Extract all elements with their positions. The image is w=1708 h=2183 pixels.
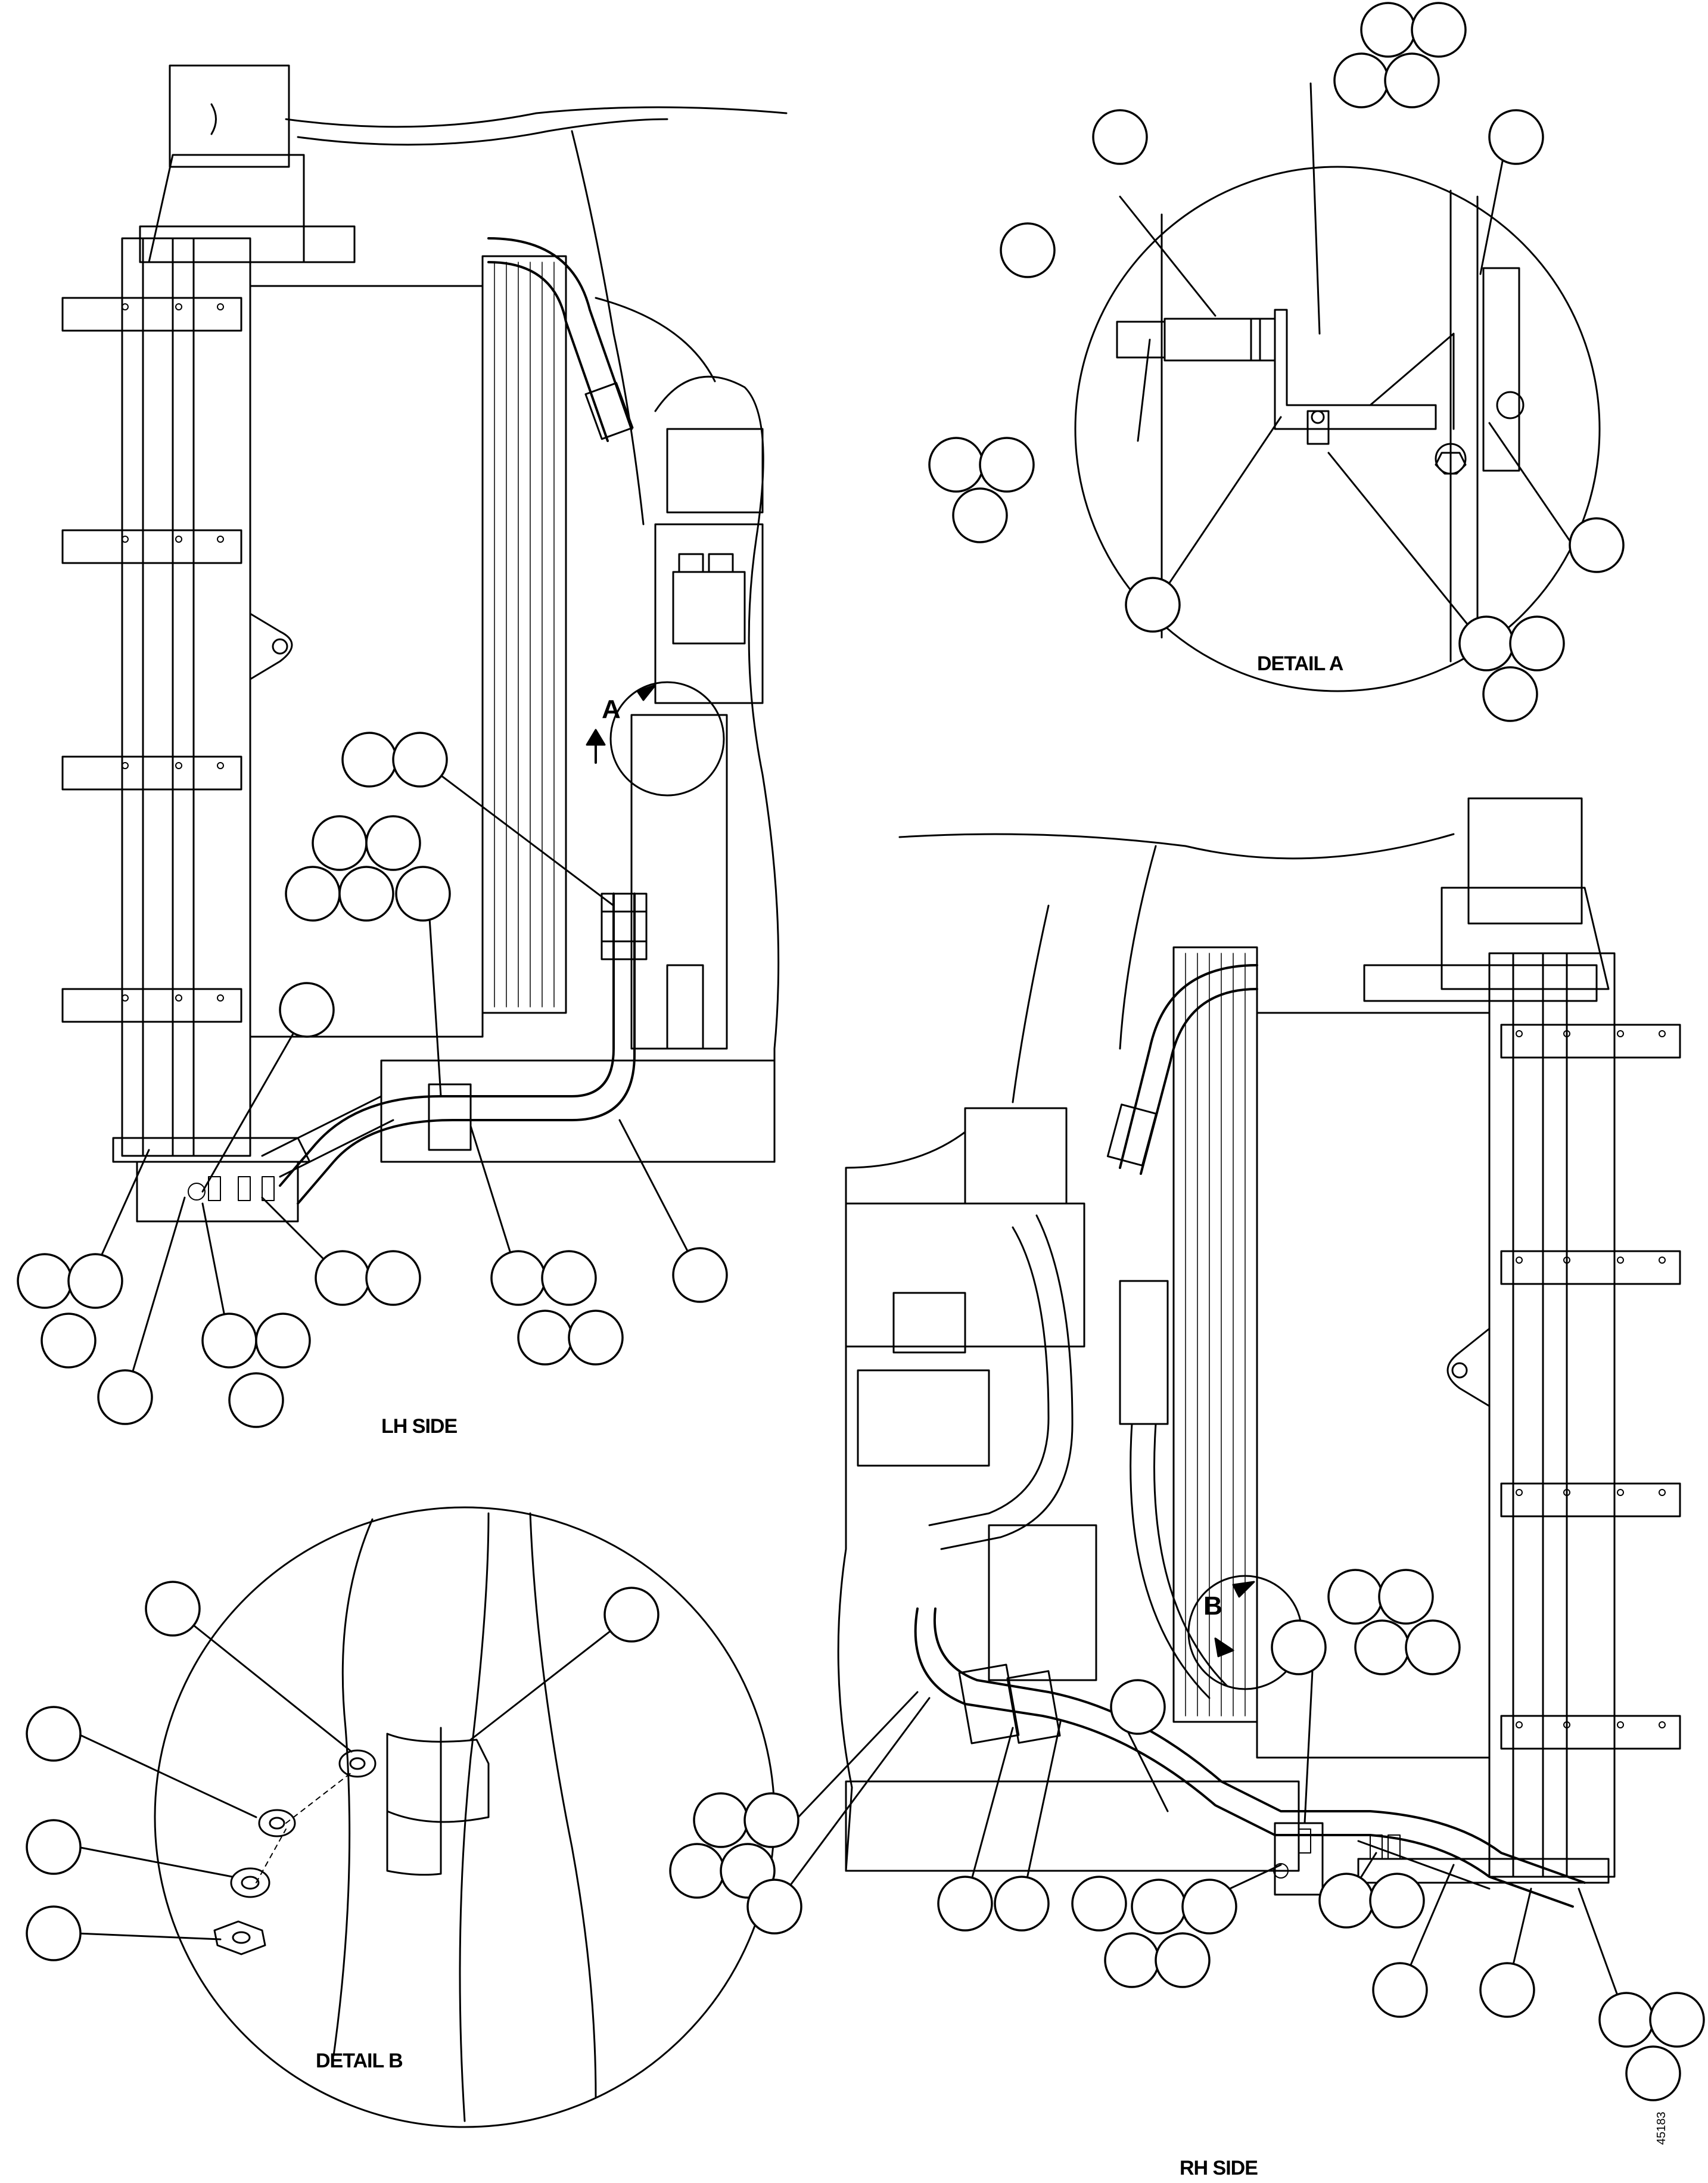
callout-balloon [603, 1587, 659, 1643]
callout-balloon [928, 437, 984, 493]
caption-detail-b: DETAIL B [316, 2050, 403, 2072]
callout-balloon [312, 815, 368, 871]
callout-balloon [979, 437, 1035, 493]
rh-side-view: B [773, 797, 1681, 2021]
callout-balloon [365, 815, 421, 871]
callout-balloon [1125, 577, 1181, 633]
callout-balloon [994, 1876, 1050, 1932]
callout-balloon [1155, 1932, 1211, 1988]
callout-balloon [1327, 1569, 1383, 1625]
callout-balloon [279, 982, 335, 1038]
callout-balloon [285, 866, 341, 922]
callout-balloon [1092, 109, 1148, 165]
callout-balloon [1372, 1962, 1428, 2018]
callout-balloon [201, 1313, 257, 1369]
callout-balloon [952, 487, 1008, 543]
callout-balloon [67, 1253, 123, 1309]
callout-balloon [1509, 615, 1565, 671]
callout-balloon [1071, 1876, 1127, 1932]
callout-balloon [1479, 1962, 1535, 2018]
caption-lh-side: LH SIDE [381, 1415, 457, 1438]
callout-balloon [693, 1792, 749, 1848]
callout-balloon [1104, 1932, 1160, 1988]
view-tag-a: A [602, 695, 621, 724]
callout-balloon [672, 1247, 728, 1303]
callout-balloon [341, 732, 397, 788]
callout-balloon [1488, 109, 1544, 165]
callout-balloons [17, 2, 1705, 2101]
callout-balloon [568, 1310, 624, 1366]
callout-balloon [315, 1250, 371, 1306]
lh-side-view: A [61, 64, 788, 1398]
callout-balloon [1369, 1873, 1425, 1929]
callout-balloon [338, 866, 394, 922]
callout-balloon [669, 1843, 725, 1899]
callout-balloon [1181, 1879, 1237, 1935]
callout-balloon [145, 1581, 201, 1637]
callout-balloon [937, 1876, 993, 1932]
callout-balloon [26, 1905, 82, 1961]
callout-balloon [1411, 2, 1467, 58]
callout-balloon [1354, 1619, 1410, 1675]
callout-balloon [17, 1253, 73, 1309]
caption-detail-a: DETAIL A [1257, 652, 1343, 675]
callout-balloon [1405, 1619, 1461, 1675]
detail-a-view [1074, 82, 1601, 692]
callout-balloon [1482, 666, 1538, 722]
callout-balloon [746, 1879, 802, 1935]
callout-balloon [1271, 1619, 1327, 1675]
callout-balloon [255, 1313, 311, 1369]
callout-balloon [26, 1706, 82, 1762]
caption-rh-side: RH SIDE [1180, 2157, 1258, 2179]
callout-balloon [392, 732, 448, 788]
callout-balloon [1569, 517, 1625, 573]
callout-balloon [490, 1250, 546, 1306]
callout-balloon [1110, 1679, 1166, 1735]
callout-balloon [743, 1792, 799, 1848]
callout-balloon [97, 1369, 153, 1425]
callout-balloon [395, 866, 451, 922]
callout-balloon [1598, 1992, 1654, 2048]
callout-balloon [1333, 52, 1389, 108]
callout-balloon [1378, 1569, 1434, 1625]
callout-balloon [26, 1819, 82, 1875]
callout-balloon [1649, 1992, 1705, 2048]
callout-balloon [1384, 52, 1440, 108]
view-tag-b: B [1203, 1591, 1222, 1621]
callout-balloon [1131, 1879, 1187, 1935]
callout-balloon [1000, 222, 1056, 278]
callout-balloon [228, 1372, 284, 1428]
callout-balloon [1318, 1873, 1374, 1929]
callout-balloon [517, 1310, 573, 1366]
figure-number: 45183 [1655, 2112, 1668, 2145]
callout-balloon [541, 1250, 597, 1306]
detail-b-view [76, 1506, 776, 2128]
callout-balloon [1458, 615, 1514, 671]
callout-balloon [1360, 2, 1416, 58]
callout-balloon [1625, 2045, 1681, 2101]
callout-balloon [41, 1313, 97, 1369]
callout-balloon [365, 1250, 421, 1306]
